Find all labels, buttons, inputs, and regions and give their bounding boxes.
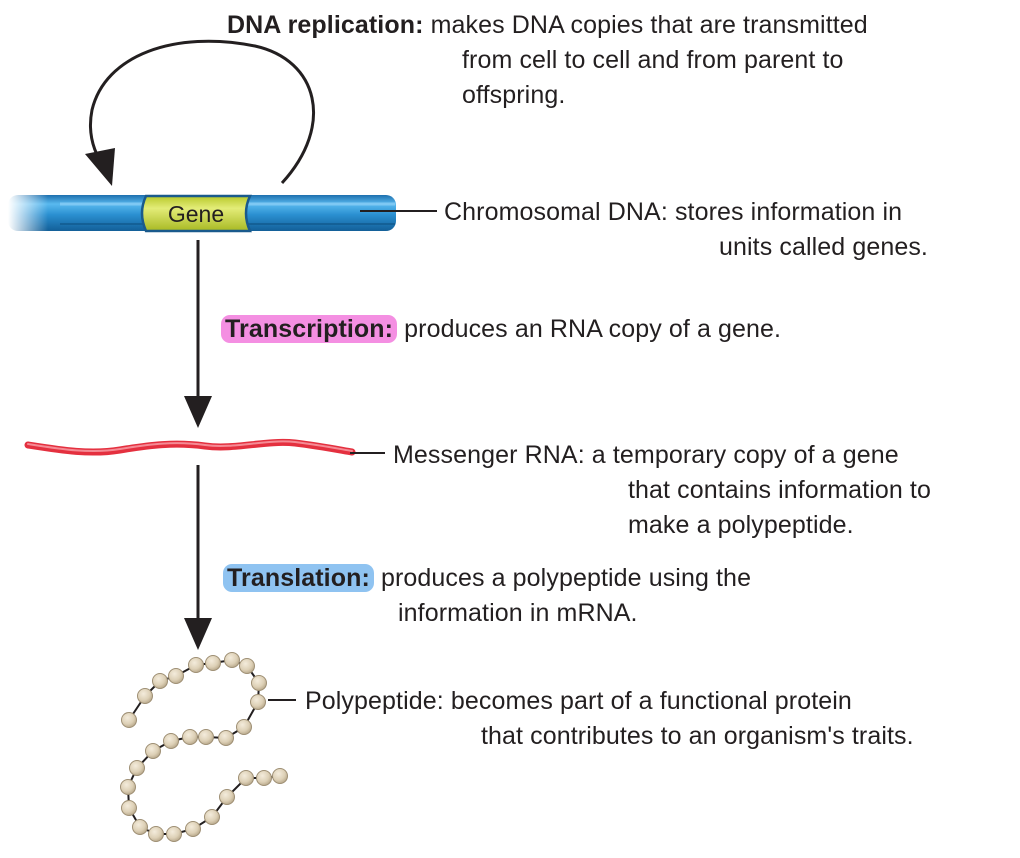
polypeptide-line-1: Polypeptide: becomes part of a functiona…: [305, 684, 852, 718]
amino-acid-bead: [205, 655, 221, 671]
mrna-strand: [24, 438, 356, 456]
translation-term: Translation:: [223, 564, 374, 592]
amino-acid-bead: [120, 779, 136, 795]
amino-acid-bead: [121, 712, 137, 728]
polypeptide-desc-1: becomes part of a functional protein: [450, 687, 852, 715]
transcription-term: Transcription:: [221, 315, 398, 343]
amino-acid-bead: [272, 768, 288, 784]
amino-acid-bead: [238, 770, 254, 786]
replication-term: DNA replication:: [227, 11, 424, 39]
amino-acid-bead: [166, 826, 182, 842]
replication-arrowhead-icon: [85, 148, 115, 186]
gene-segment: Gene: [140, 194, 252, 233]
amino-acid-bead: [198, 729, 214, 745]
polypeptide-desc-2: that contributes to an organism's traits…: [481, 722, 914, 750]
translation-arrowhead-icon: [184, 618, 212, 650]
amino-acid-bead: [168, 668, 184, 684]
amino-acid-bead: [152, 673, 168, 689]
chromosomal-dna-desc-2: units called genes.: [719, 233, 928, 261]
mrna-desc-2: that contains information to: [628, 476, 931, 504]
translation-arrow: [184, 465, 212, 650]
gene-label: Gene: [168, 201, 224, 227]
replication-desc-3: offspring.: [462, 81, 566, 109]
amino-acid-bead: [132, 819, 148, 835]
amino-acid-bead: [236, 719, 252, 735]
chromosomal-dna-term: Chromosomal DNA:: [444, 198, 668, 226]
amino-acid-bead: [121, 800, 137, 816]
amino-acid-bead: [182, 729, 198, 745]
polypeptide-term: Polypeptide:: [305, 687, 444, 715]
transcription-arrow: [184, 240, 212, 428]
amino-acid-bead: [148, 826, 164, 842]
amino-acid-bead: [256, 770, 272, 786]
mrna-term: Messenger RNA:: [393, 441, 585, 469]
amino-acid-bead: [219, 789, 235, 805]
amino-acid-bead: [163, 733, 179, 749]
transcription-desc: produces an RNA copy of a gene.: [404, 315, 782, 343]
amino-acid-bead: [218, 730, 234, 746]
replication-line-1: DNA replication: makes DNA copies that a…: [227, 8, 868, 42]
amino-acid-bead: [239, 658, 255, 674]
amino-acid-bead: [129, 760, 145, 776]
amino-acid-bead: [250, 694, 266, 710]
replication-arrow: [85, 39, 316, 186]
translation-line-1: Translation: produces a polypeptide usin…: [223, 561, 752, 595]
amino-acid-bead: [224, 652, 240, 668]
amino-acid-bead: [188, 657, 204, 673]
chromosomal-dna-desc-1: stores information in: [674, 198, 903, 226]
transcription-arrowhead-icon: [184, 396, 212, 428]
translation-desc-2: information in mRNA.: [398, 599, 638, 627]
chromosomal-dna-line-1: Chromosomal DNA: stores information in: [444, 195, 902, 229]
replication-desc-2: from cell to cell and from parent to: [462, 46, 844, 74]
replication-desc-1: makes DNA copies that are transmitted: [430, 11, 868, 39]
amino-acid-bead: [185, 821, 201, 837]
mrna-line-1: Messenger RNA: a temporary copy of a gen…: [393, 438, 899, 472]
amino-acid-bead: [204, 809, 220, 825]
amino-acid-bead: [145, 743, 161, 759]
mrna-desc-1: a temporary copy of a gene: [591, 441, 899, 469]
mrna-desc-3: make a polypeptide.: [628, 511, 854, 539]
peptide-bond-line: [126, 658, 281, 835]
amino-acid-bead: [251, 675, 267, 691]
transcription-line: Transcription: produces an RNA copy of a…: [221, 312, 782, 346]
polypeptide-chain: [120, 652, 288, 842]
amino-acid-bead: [137, 688, 153, 704]
translation-desc-1: produces a polypeptide using the: [380, 564, 752, 592]
